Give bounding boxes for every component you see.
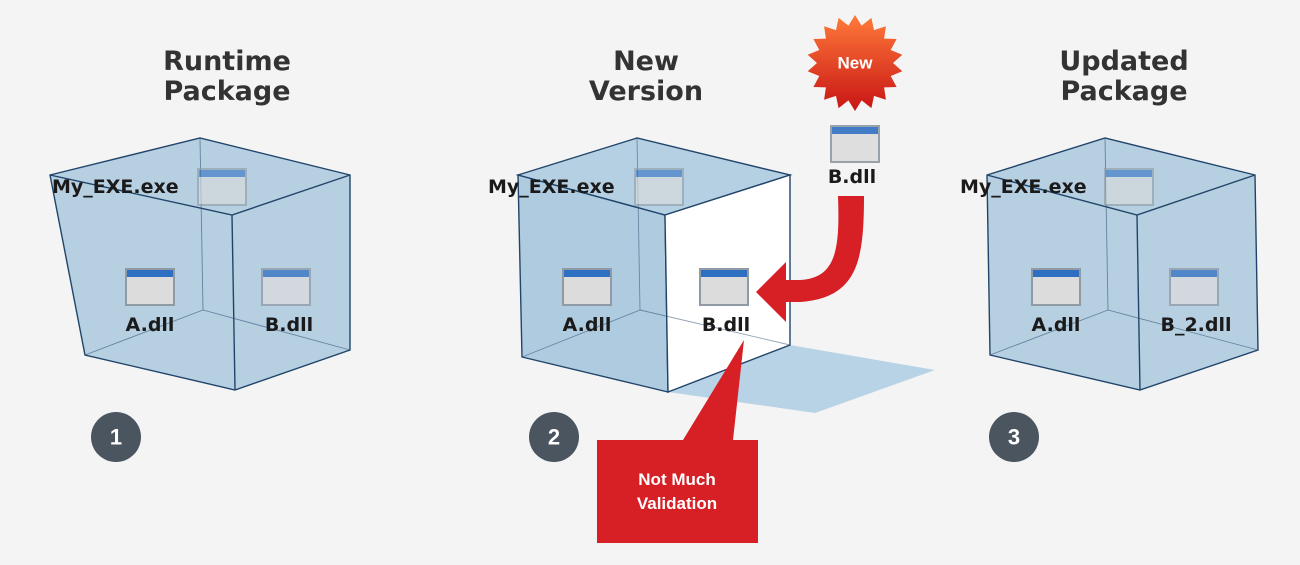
- curved-arrow-icon: [756, 196, 864, 322]
- window-icon: [261, 268, 311, 306]
- panel-3-exe-label: My_EXE.exe: [960, 176, 1087, 198]
- panel-2-right-dll-label: B.dll: [702, 314, 750, 336]
- window-icon: [634, 168, 684, 206]
- panel-1-left-dll-label: A.dll: [126, 314, 175, 336]
- panel-1-right-dll-label: B.dll: [265, 314, 313, 336]
- window-icon: [1169, 268, 1219, 306]
- panel-2-left-dll-label: A.dll: [563, 314, 612, 336]
- step-badge-3: 3: [989, 412, 1039, 462]
- panel-3-left-dll-label: A.dll: [1032, 314, 1081, 336]
- step-badge-1: 1: [91, 412, 141, 462]
- callout-icon: Not Much Validation: [597, 340, 758, 543]
- panel-1-exe-label: My_EXE.exe: [52, 176, 179, 198]
- panel-updated-package: Updated Package My_EXE.exe A.dll B_2.dll…: [960, 46, 1259, 462]
- panel-1-cube: [49, 137, 351, 391]
- panel-1-title-line2: Package: [163, 76, 290, 107]
- panel-3-title-line2: Package: [1060, 76, 1187, 107]
- window-icon: [197, 168, 247, 206]
- panel-3-cube: [986, 137, 1259, 391]
- svg-text:1: 1: [110, 425, 122, 450]
- panel-2-cube: [515, 137, 793, 394]
- panel-2-title-line2: Version: [589, 76, 703, 107]
- svg-text:2: 2: [548, 425, 560, 450]
- window-icon: [562, 268, 612, 306]
- panel-3-right-dll-label: B_2.dll: [1160, 314, 1231, 336]
- panel-2-title-line1: New: [613, 46, 679, 77]
- panel-runtime-package: Runtime Package My_EXE.exe A.dll B.dll 1: [49, 46, 351, 462]
- panel-new-version: New Version My_EXE.exe A.dll B.dll New: [488, 15, 935, 543]
- callout-line1: Not Much: [638, 470, 715, 489]
- window-icon: [1031, 268, 1081, 306]
- window-icon: [699, 268, 749, 306]
- new-badge-label: New: [838, 54, 874, 73]
- panel-3-title-line1: Updated: [1059, 46, 1188, 77]
- window-icon: [1104, 168, 1154, 206]
- step-badge-2: 2: [529, 412, 579, 462]
- window-icon: [830, 125, 880, 163]
- panel-2-exe-label: My_EXE.exe: [488, 176, 615, 198]
- window-icon: [125, 268, 175, 306]
- svg-text:3: 3: [1008, 425, 1020, 450]
- new-dll-label: B.dll: [828, 166, 876, 188]
- callout-line2: Validation: [637, 494, 717, 513]
- panel-1-title-line1: Runtime: [163, 46, 291, 77]
- new-starburst-icon: New: [807, 15, 903, 111]
